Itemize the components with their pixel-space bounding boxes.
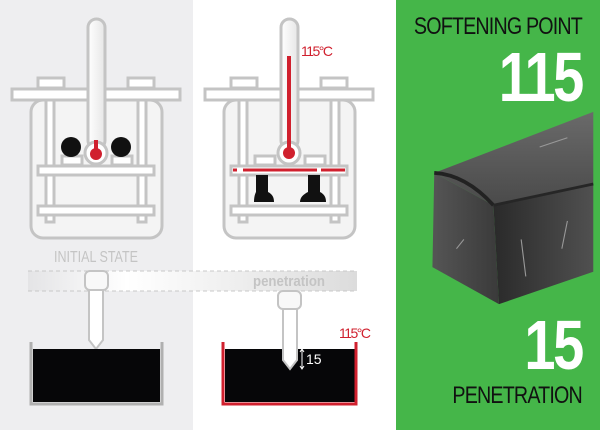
dropped-ball	[254, 175, 274, 202]
clamp	[36, 76, 66, 90]
penetration-band	[28, 271, 357, 291]
sample-container-initial	[29, 342, 164, 406]
mercury-column	[94, 140, 98, 152]
ring-plate	[36, 164, 156, 177]
rod	[329, 98, 341, 224]
thermometer	[86, 17, 107, 151]
clamp	[126, 76, 156, 90]
rod	[237, 98, 249, 224]
mercury-bulb	[90, 148, 102, 160]
summary-panel: SOFTENING POINT 115 15 PENETRATION	[396, 0, 600, 430]
bottom-plate	[36, 204, 156, 217]
ring-ball-apparatus-heated: 115°C	[203, 17, 375, 240]
penetration-value: 15	[524, 306, 585, 384]
initial-state-label: INITIAL STATE	[54, 249, 138, 266]
rod	[136, 98, 148, 224]
ring	[253, 154, 277, 167]
softening-point-value: 115	[498, 38, 585, 116]
ring	[60, 154, 84, 167]
mercury-column	[287, 56, 291, 152]
clamp	[319, 76, 349, 90]
bitumen-sample-initial	[33, 349, 160, 402]
sample-container-heated	[221, 342, 358, 406]
depth-arrow-icon	[299, 348, 305, 370]
container-temperature-label: 115°C	[339, 325, 371, 341]
temperature-label: 115°C	[301, 43, 333, 59]
needle-penetrated	[277, 290, 302, 371]
bitumen-block-image	[432, 111, 594, 305]
ring-ball-apparatus-initial	[10, 17, 182, 240]
needle-initial	[84, 270, 109, 351]
steel-ball	[111, 137, 131, 157]
clamp	[229, 76, 259, 90]
mercury-bulb	[283, 147, 295, 159]
ring	[110, 154, 134, 167]
steel-ball	[61, 137, 81, 157]
penetration-depth-label: 15	[306, 351, 322, 367]
softening-point-label: SOFTENING POINT	[413, 13, 583, 40]
penetration-band-label: penetration	[253, 273, 325, 290]
dropped-ball	[300, 175, 326, 202]
rod	[44, 98, 56, 224]
penetration-label: PENETRATION	[452, 382, 583, 409]
ring	[303, 154, 327, 167]
bottom-plate	[229, 204, 349, 217]
